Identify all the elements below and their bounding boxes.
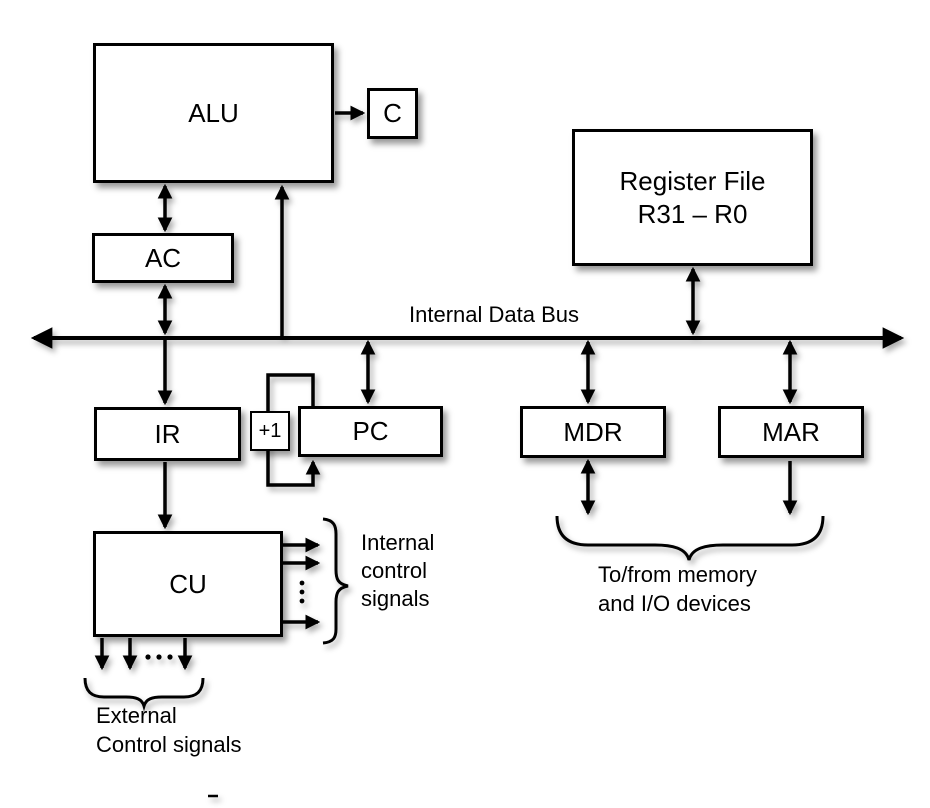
internal-signals-brace bbox=[322, 517, 349, 645]
register-file-box: Register File R31 – R0 bbox=[572, 129, 813, 266]
cu-label: CU bbox=[169, 568, 207, 599]
external-signals-label: External Control signals bbox=[96, 703, 242, 757]
register-file-label: Register File R31 – R0 bbox=[619, 165, 766, 229]
mar-label: MAR bbox=[762, 416, 820, 447]
memory-io-brace bbox=[555, 515, 825, 561]
bus-label: Internal Data Bus bbox=[409, 302, 579, 327]
mdr-label: MDR bbox=[563, 416, 623, 447]
pc-box: PC bbox=[298, 406, 443, 457]
internal-control-arrows bbox=[283, 537, 321, 630]
carry-flag-label: C bbox=[383, 98, 402, 128]
cu-box: CU bbox=[93, 531, 283, 637]
pc-label: PC bbox=[352, 416, 389, 446]
external-control-arrows bbox=[94, 638, 193, 671]
memory-io-label: To/from memory and I/O devices bbox=[598, 562, 757, 616]
external-signals-brace bbox=[83, 677, 205, 712]
ir-label: IR bbox=[154, 418, 181, 449]
ac-box: AC bbox=[92, 233, 234, 283]
vertical-ellipsis bbox=[299, 580, 305, 604]
carry-flag-box: C bbox=[367, 88, 418, 139]
horizontal-ellipsis bbox=[145, 654, 173, 660]
ir-box: IR bbox=[94, 407, 241, 461]
alu-label: ALU bbox=[188, 97, 239, 128]
mar-box: MAR bbox=[718, 406, 864, 458]
internal-signals-label: Internal control signals bbox=[361, 530, 435, 611]
increment-box: +1 bbox=[250, 411, 290, 451]
increment-label: +1 bbox=[258, 419, 282, 442]
ac-label: AC bbox=[144, 242, 182, 273]
alu-box: ALU bbox=[93, 43, 334, 183]
mdr-box: MDR bbox=[520, 406, 666, 458]
